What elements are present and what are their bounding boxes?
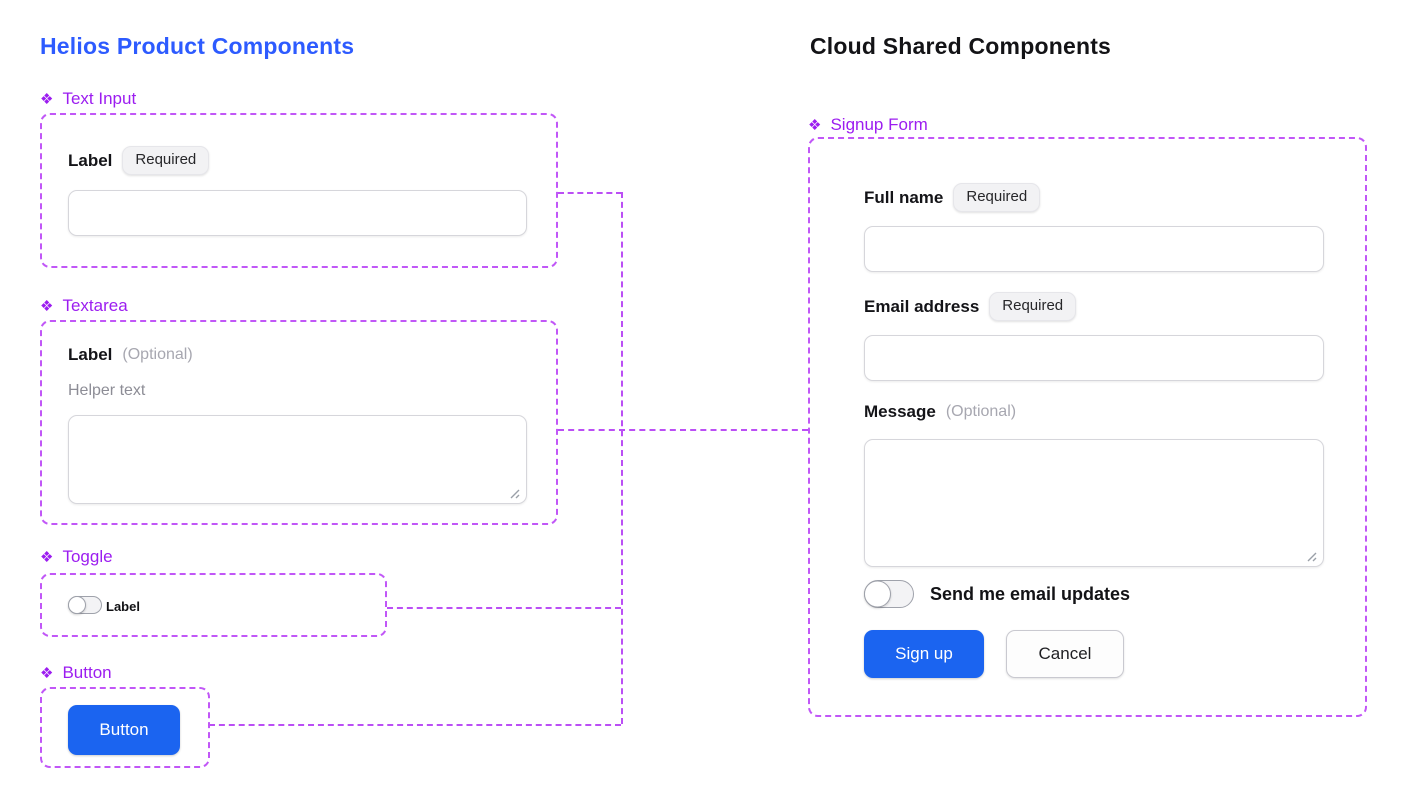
resize-grip-icon[interactable]: [1305, 550, 1318, 563]
signup-form-frame: Full name Required Email address Require…: [808, 137, 1367, 717]
component-diamond-icon: ❖: [40, 297, 54, 315]
message-textarea[interactable]: [864, 439, 1324, 567]
email-label-row: Email address Required: [864, 292, 1077, 321]
toggle-component-frame: Label: [40, 573, 387, 637]
full-name-label-row: Full name Required: [864, 183, 1041, 212]
required-badge: Required: [122, 146, 210, 175]
text-input-label-row: Label Required: [68, 146, 210, 175]
left-panel-title: Helios Product Components: [40, 33, 355, 59]
textarea-field[interactable]: [68, 415, 527, 504]
connector-text-input-branch: [558, 192, 622, 194]
text-input-component-frame: Label Required: [40, 113, 558, 268]
component-label-button: ❖ Button: [40, 663, 112, 683]
toggle-knob: [864, 580, 891, 608]
email-updates-label: Send me email updates: [930, 584, 1131, 604]
component-diamond-icon: ❖: [40, 548, 54, 566]
connector-toggle-branch: [387, 607, 621, 609]
component-name-button: Button: [62, 663, 112, 682]
component-name-toggle: Toggle: [62, 547, 113, 566]
toggle-label: Label: [106, 599, 140, 614]
message-label-row: Message (Optional): [864, 402, 1016, 422]
component-label-text-input: ❖ Text Input: [40, 89, 136, 109]
email-input[interactable]: [864, 335, 1324, 381]
required-badge: Required: [953, 183, 1041, 212]
component-name-signup-form: Signup Form: [830, 115, 928, 134]
component-label-toggle: ❖ Toggle: [40, 547, 113, 567]
email-label: Email address: [864, 296, 980, 316]
component-diamond-icon: ❖: [40, 664, 54, 682]
connector-textarea-to-form: [558, 429, 808, 431]
right-panel-title: Cloud Shared Components: [810, 33, 1112, 59]
button-component-frame: Button: [40, 687, 210, 768]
textarea-helper-text: Helper text: [68, 382, 146, 399]
full-name-label: Full name: [864, 187, 944, 207]
text-input-field[interactable]: [68, 190, 527, 236]
text-input-label: Label: [68, 150, 113, 170]
component-diamond-icon: ❖: [40, 90, 54, 108]
resize-grip-icon[interactable]: [508, 487, 521, 500]
connector-button-branch: [209, 724, 621, 726]
textarea-component-frame: Label (Optional) Helper text: [40, 320, 558, 525]
sign-up-button[interactable]: Sign up: [864, 630, 984, 678]
component-name-text-input: Text Input: [62, 89, 137, 108]
sample-button[interactable]: Button: [68, 705, 180, 755]
toggle-knob: [68, 596, 86, 614]
message-label: Message: [864, 402, 936, 421]
textarea-label: Label: [68, 345, 113, 364]
connector-trunk: [621, 192, 623, 724]
textarea-optional-hint: (Optional): [122, 346, 193, 363]
toggle-switch[interactable]: [68, 596, 102, 614]
component-name-textarea: Textarea: [62, 296, 128, 315]
component-label-signup-form: ❖ Signup Form: [808, 115, 928, 135]
textarea-label-row: Label (Optional): [68, 345, 193, 365]
component-label-textarea: ❖ Textarea: [40, 296, 128, 316]
required-badge: Required: [989, 292, 1077, 321]
component-diamond-icon: ❖: [808, 116, 822, 134]
cancel-button[interactable]: Cancel: [1006, 630, 1124, 678]
email-updates-toggle[interactable]: [864, 580, 914, 608]
full-name-input[interactable]: [864, 226, 1324, 272]
message-optional-hint: (Optional): [945, 403, 1017, 420]
